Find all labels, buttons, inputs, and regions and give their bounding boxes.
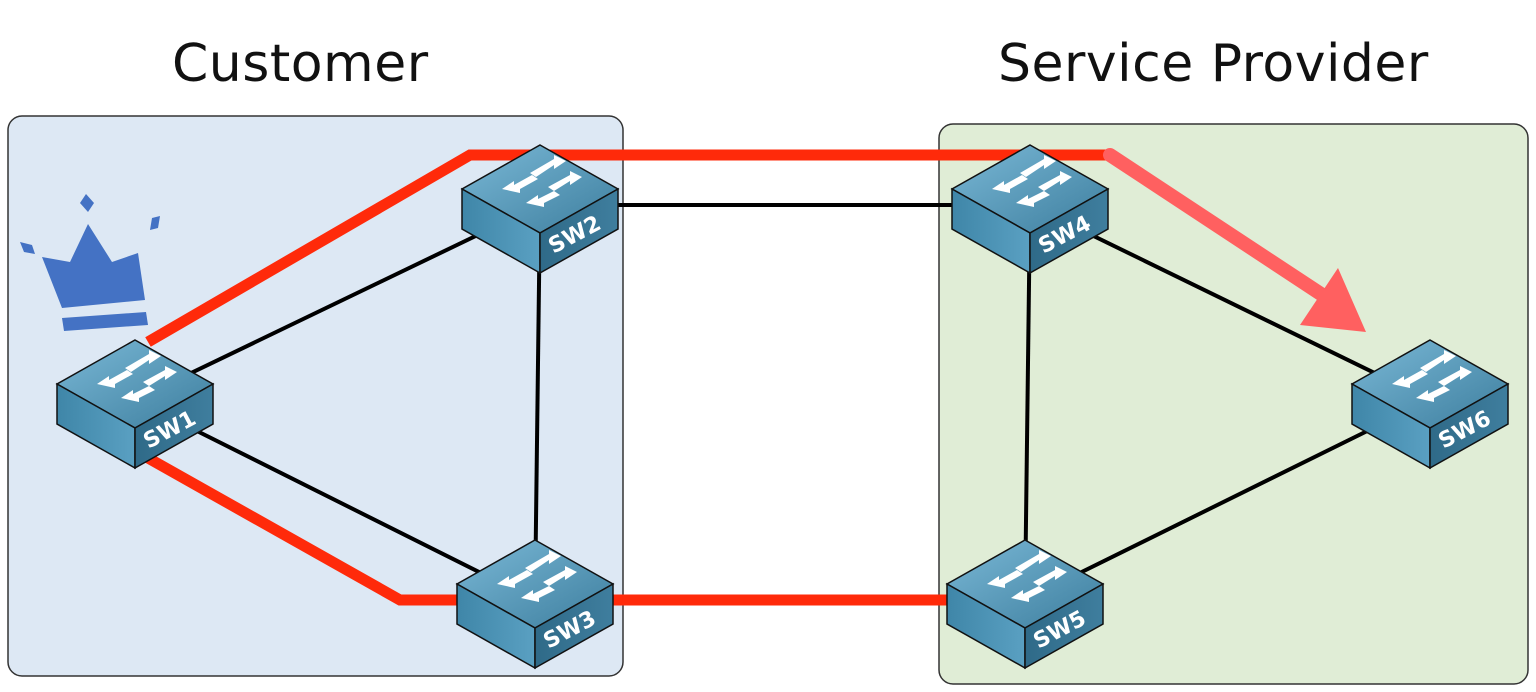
- switch-sw4[interactable]: SW4: [950, 144, 1110, 275]
- switch-side-right: [534, 582, 614, 670]
- switch-side-right: [1429, 382, 1509, 470]
- path-sw1-sw2-sw4: [145, 149, 1110, 347]
- crown-icon: [20, 194, 160, 331]
- switch-sw2[interactable]: SW2: [460, 144, 620, 275]
- link-sw4-sw6: [1029, 203, 1431, 402]
- switch-side-right: [1024, 582, 1104, 670]
- links: [134, 203, 1431, 602]
- switch-arrows-icon: [497, 550, 577, 602]
- switch-arrows-icon: [97, 350, 177, 402]
- switch-sw3[interactable]: SW3: [455, 539, 615, 670]
- switch-side-right: [539, 187, 619, 275]
- service-provider-title: Service Provider: [998, 34, 1429, 94]
- highlighted-paths: [145, 148, 1366, 606]
- switch-arrows-icon: [987, 550, 1067, 602]
- switch-side-right: [134, 382, 214, 470]
- switch-arrows-icon: [992, 155, 1072, 207]
- switch-sw1[interactable]: SW1: [55, 339, 215, 470]
- link-sw5-sw6: [1024, 398, 1431, 602]
- switch-arrows-icon: [502, 155, 582, 207]
- switch-side-right: [1029, 187, 1109, 275]
- path-sw4-sw6: [1103, 148, 1337, 307]
- provider-region: [938, 123, 1529, 685]
- link-sw1-sw3: [134, 398, 536, 602]
- arrowhead-icon: [1300, 268, 1366, 332]
- link-sw1-sw2: [134, 203, 541, 402]
- switch-arrows-icon: [1392, 350, 1472, 402]
- customer-title: Customer: [172, 34, 429, 94]
- customer-region: [7, 115, 624, 677]
- path-sw1-sw3-sw5: [145, 453, 960, 606]
